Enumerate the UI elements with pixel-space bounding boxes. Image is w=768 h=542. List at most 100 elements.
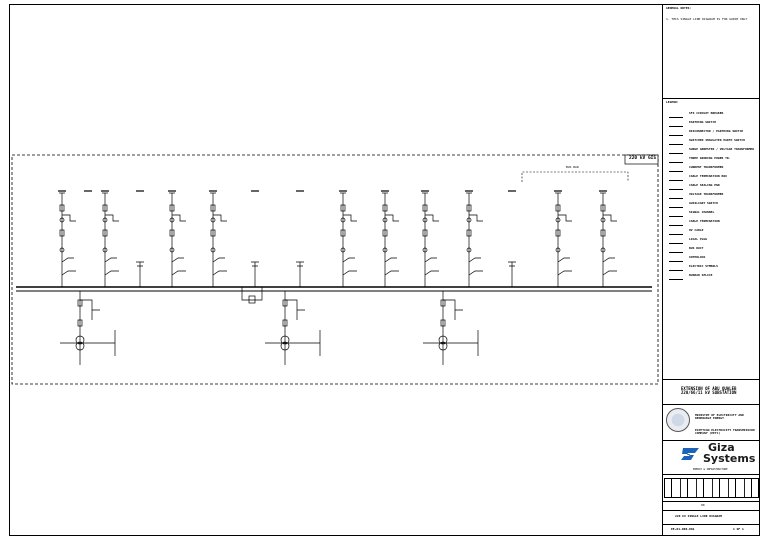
breaker-symbol	[422, 204, 428, 212]
ct-symbol	[59, 217, 65, 223]
breaker-symbol	[210, 204, 216, 212]
ct-symbol	[466, 247, 472, 253]
legend-item: CABLE SEALING END	[689, 183, 720, 187]
branch	[171, 257, 186, 276]
ct-symbol	[600, 217, 606, 223]
legend-item: CABLE TERMINATION	[689, 219, 720, 223]
bus-coupler	[241, 287, 263, 301]
legend-symbol-icon	[669, 211, 683, 217]
branch	[469, 214, 483, 222]
legend-item: SF6 CIRCUIT BREAKER	[689, 111, 724, 115]
title-divider	[663, 510, 760, 511]
rev-number: 00	[701, 503, 705, 507]
legend-item: SWITCHED INSULATED EARTH SWITCH	[689, 138, 745, 142]
company-sub: ENERGY & INFRASTRUCTURE	[693, 468, 728, 471]
legend-item: HV CABLE	[689, 228, 704, 232]
transformer-winding	[75, 341, 85, 351]
client-seal-icon	[666, 408, 690, 432]
rev-table-divider	[663, 474, 760, 475]
ct-symbol	[555, 217, 561, 223]
giza-logo-icon	[680, 446, 702, 462]
info-divider	[663, 501, 760, 502]
ct-symbol	[466, 217, 472, 223]
transformer-link	[423, 330, 479, 356]
legend-item: SIGNAL CHANNEL	[689, 210, 715, 214]
revision-table	[664, 478, 759, 498]
legend-symbol-icon	[669, 247, 683, 253]
client-line2: EGYPTIAN ELECTRICITY TRANSMISSION COMPAN…	[695, 428, 755, 435]
notes-text: 1- THIS SINGLE LINE DIAGRAM IS FOR GUIDE…	[666, 17, 748, 21]
legend-item: INTERLOCK	[689, 255, 706, 259]
legend-item: ELECTRIC SYMBOLS	[689, 264, 718, 268]
legend-item: SURGE ARRESTER / VOLTAGE TRANSFORMER	[689, 147, 755, 151]
client-divider	[663, 404, 760, 405]
ct-symbol	[169, 247, 175, 253]
stub-symbol	[508, 261, 516, 267]
breaker-symbol	[340, 204, 346, 212]
branch	[285, 299, 305, 320]
breaker-symbol	[282, 319, 288, 327]
legend-symbol-icon	[669, 148, 683, 154]
breaker-symbol	[169, 229, 175, 237]
transformer-winding	[438, 335, 448, 345]
branch	[62, 214, 76, 222]
transformer-winding	[75, 335, 85, 345]
ct-symbol	[340, 247, 346, 253]
ct-symbol	[555, 247, 561, 253]
legend-symbol-icon	[669, 157, 683, 163]
legend-item: CABLE TERMINATION BOX	[689, 174, 727, 178]
legend-item: DISCONNECTOR / EARTHING SWITCH	[689, 129, 744, 133]
company-divider	[663, 440, 760, 441]
ct-symbol	[210, 247, 216, 253]
breaker-symbol	[466, 229, 472, 237]
branch	[557, 257, 572, 276]
legend-symbol-icon	[669, 265, 683, 271]
breaker-symbol	[210, 229, 216, 237]
legend-item: EARTHING SWITCH	[689, 120, 717, 124]
company-name-line1: Giza	[708, 441, 735, 454]
breaker-symbol	[169, 204, 175, 212]
project-divider	[663, 379, 760, 380]
branch	[105, 214, 119, 222]
branch	[343, 214, 357, 222]
ct-symbol	[210, 217, 216, 223]
legend-symbol-icon	[669, 130, 683, 136]
breaker-symbol	[382, 229, 388, 237]
breaker-symbol	[555, 204, 561, 212]
bus-label: BUS BAR	[566, 165, 579, 169]
breaker-symbol	[59, 204, 65, 212]
ct-symbol	[382, 247, 388, 253]
legend-title: LEGEND:	[666, 100, 679, 104]
legend-symbol-icon	[669, 139, 683, 145]
client-line1: MINISTRY OF ELECTRICITY AND RENEWABLE EN…	[695, 413, 744, 420]
breaker-symbol	[382, 204, 388, 212]
breaker-symbol	[600, 229, 606, 237]
ct-symbol	[382, 217, 388, 223]
legend-symbol-icon	[669, 121, 683, 127]
breaker-symbol	[555, 229, 561, 237]
title-block: GENERAL NOTES: 1- THIS SINGLE LINE DIAGR…	[662, 4, 760, 536]
branch	[468, 257, 483, 276]
branch	[213, 214, 227, 222]
transformer-winding	[280, 341, 290, 351]
legend-symbol-icon	[669, 175, 683, 181]
branch	[424, 257, 439, 276]
branch	[104, 257, 119, 276]
legend-item: CURRENT TRANSFORMER	[689, 165, 724, 169]
ct-symbol	[600, 247, 606, 253]
breaker-symbol	[466, 204, 472, 212]
legend-divider	[663, 98, 760, 99]
ct-symbol	[102, 217, 108, 223]
legend-symbol-icon	[669, 202, 683, 208]
transformer-winding	[280, 335, 290, 345]
stub-symbol	[136, 261, 144, 267]
legend-item: BUSBAR SPLICE	[689, 273, 713, 277]
breaker-symbol	[102, 204, 108, 212]
branch	[212, 257, 227, 276]
ct-symbol	[169, 217, 175, 223]
ct-symbol	[422, 217, 428, 223]
transformer-link	[60, 330, 116, 356]
branch	[603, 214, 617, 222]
legend-symbol-icon	[669, 238, 683, 244]
breaker-symbol	[59, 229, 65, 237]
